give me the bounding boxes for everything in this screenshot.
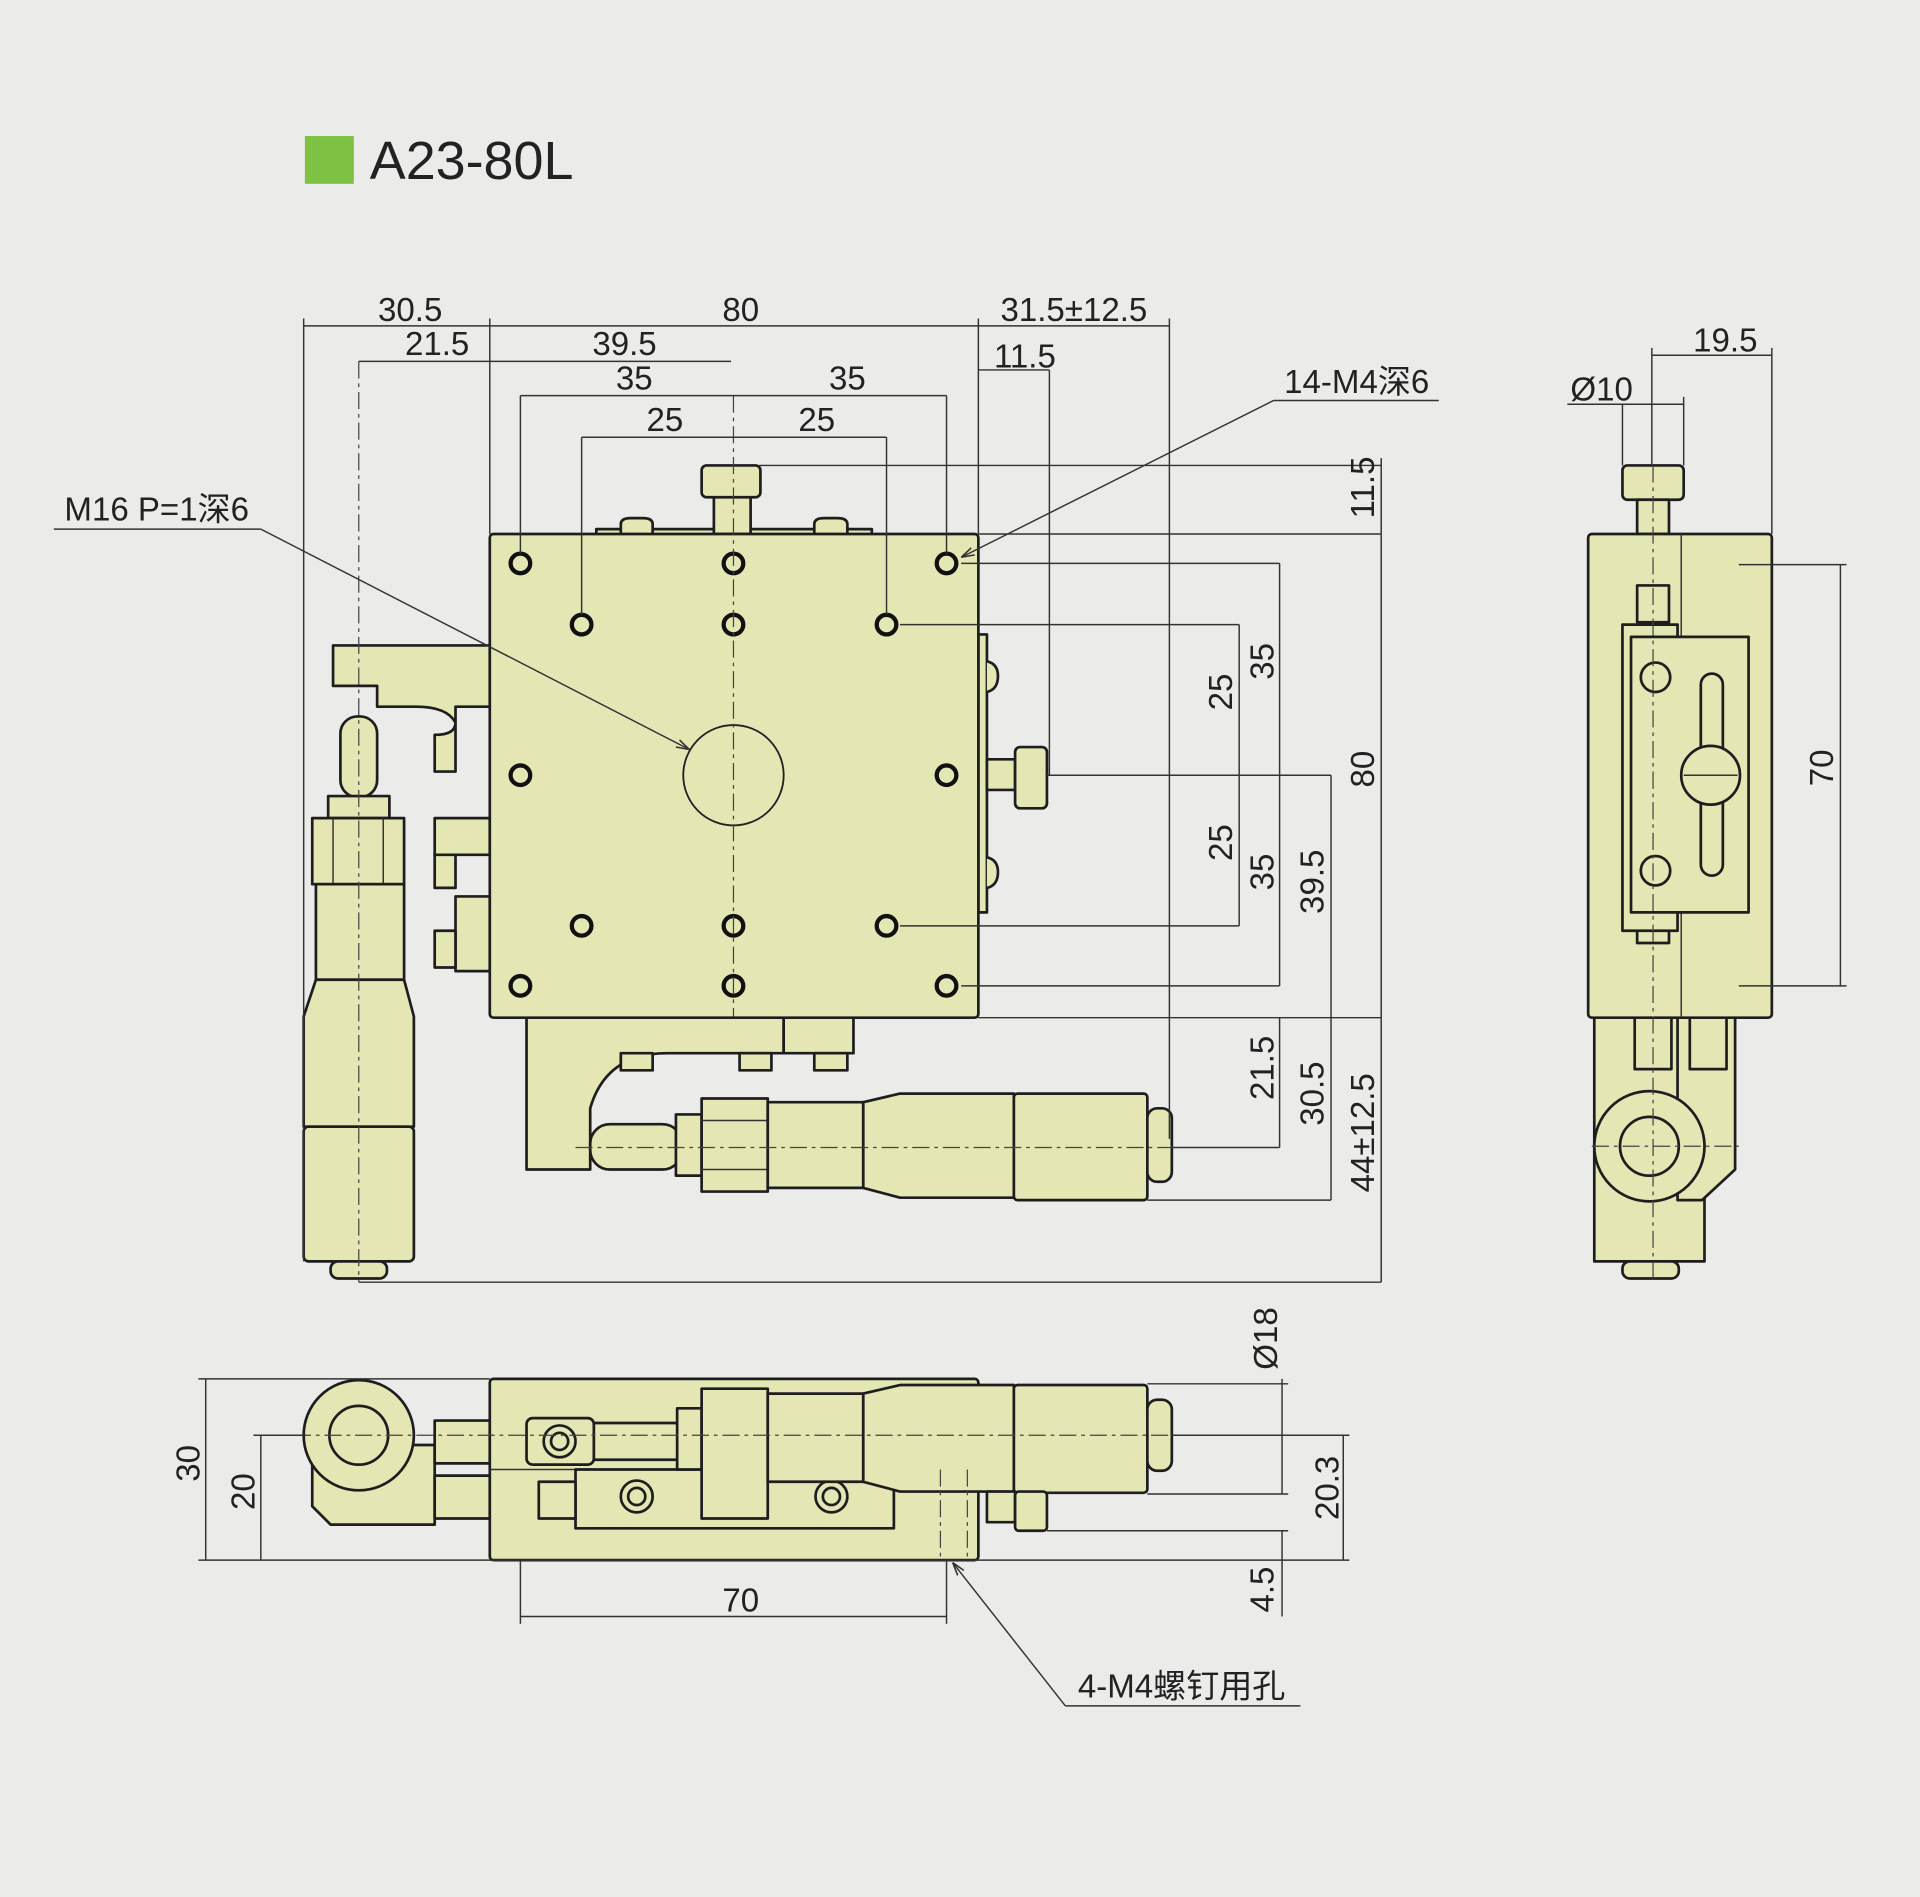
model-title: A23-80L [370, 131, 574, 191]
dimension-labels: 30.5 80 31.5±12.5 21.5 39.5 11.5 35 35 2… [64, 292, 1841, 1705]
dim-4-5: 4.5 [1244, 1567, 1281, 1613]
dim-dia-10: Ø10 [1570, 372, 1632, 409]
dim-21-5: 21.5 [405, 326, 469, 363]
dim-21-5-v: 21.5 [1244, 1036, 1281, 1100]
dim-44-travel-v: 44±12.5 [1345, 1073, 1382, 1192]
side-view [1567, 347, 1847, 1283]
dim-35-right: 35 [829, 361, 866, 398]
dim-39-5-v: 39.5 [1295, 850, 1332, 914]
callout-m16: M16 P=1深6 [64, 492, 249, 529]
dim-19-5: 19.5 [1693, 323, 1757, 360]
dim-11-5: 11.5 [994, 338, 1056, 375]
top-view [302, 361, 1174, 1283]
dim-80-width: 80 [722, 292, 759, 329]
dim-25-v-bottom: 25 [1203, 824, 1240, 861]
micrometer-y [302, 715, 416, 1280]
dim-39-5: 39.5 [592, 326, 656, 363]
dim-70-front: 70 [722, 1583, 759, 1620]
callout-4-m4: 4-M4螺钉用孔 [1078, 1668, 1285, 1705]
dim-35-v-top: 35 [1244, 643, 1281, 680]
front-view [198, 1377, 1350, 1707]
micrometer-x [588, 1092, 1174, 1202]
dim-20-front: 20 [226, 1473, 263, 1510]
dim-30-front: 30 [171, 1445, 208, 1482]
dim-35-v-bottom: 35 [1244, 854, 1281, 891]
dim-31-5-travel: 31.5±12.5 [1000, 292, 1147, 329]
dimension-lines [53, 318, 1439, 1283]
dim-35-left: 35 [616, 361, 653, 398]
title-marker [304, 136, 354, 184]
dim-25-v-top: 25 [1203, 674, 1240, 711]
dim-11-5-v: 11.5 [1345, 457, 1382, 519]
dim-30-5-v: 30.5 [1295, 1061, 1332, 1125]
dim-30-5: 30.5 [378, 292, 442, 329]
dim-20-3: 20.3 [1309, 1456, 1346, 1520]
dim-25-right: 25 [798, 402, 835, 439]
dim-25-left: 25 [647, 402, 684, 439]
callout-14-m4: 14-M4深6 [1284, 364, 1429, 401]
dim-dia-18: Ø18 [1248, 1307, 1285, 1369]
dim-80-v: 80 [1345, 751, 1382, 788]
dim-70-side: 70 [1804, 750, 1841, 787]
